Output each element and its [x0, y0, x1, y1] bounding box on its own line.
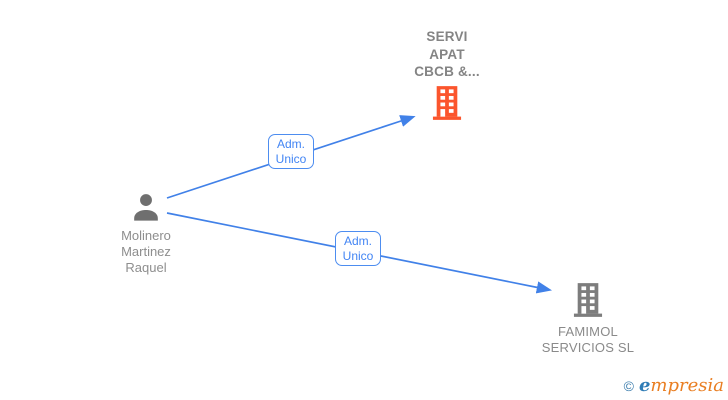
brand-name: empresia	[638, 375, 724, 396]
copyright-icon: ©	[623, 378, 634, 394]
company-node-servi-apat[interactable]: SERVI APAT CBCB &...	[377, 28, 517, 121]
company-name: SERVI APAT CBCB &...	[414, 29, 480, 79]
edge-label-adm-unico-2: Adm. Unico	[335, 231, 381, 266]
company-node-famimol[interactable]: FAMIMOL SERVICIOS SL	[518, 282, 658, 356]
empresia-logo: © empresia	[624, 377, 724, 395]
building-icon	[432, 85, 462, 120]
company-name: FAMIMOL SERVICIOS SL	[541, 324, 635, 355]
person-name: Molinero Martinez Raquel	[121, 228, 171, 275]
edge-label-adm-unico-1: Adm. Unico	[268, 134, 314, 169]
person-icon	[134, 194, 158, 221]
person-node-molinero[interactable]: Molinero Martinez Raquel	[86, 191, 206, 276]
building-icon	[573, 283, 603, 317]
